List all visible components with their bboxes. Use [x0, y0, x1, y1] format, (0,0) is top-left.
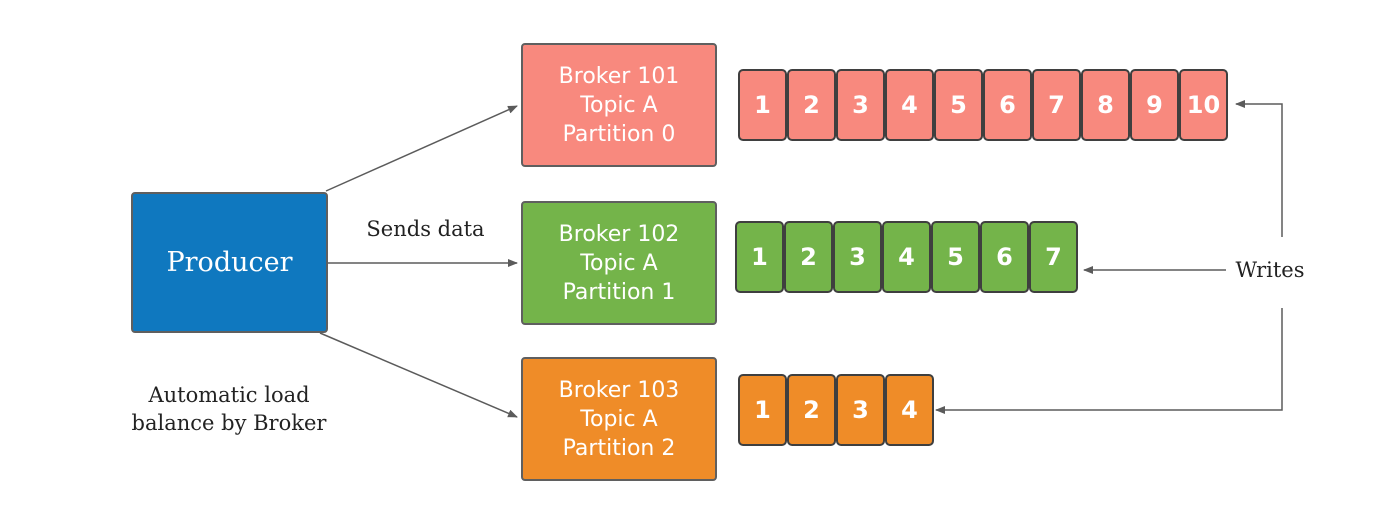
load-balance-label: Automatic load balance by Broker: [104, 381, 354, 437]
partition-1-offset-cell: 4: [882, 221, 931, 293]
arrow-producer-to-broker-103: [319, 332, 518, 418]
writes-label: Writes: [1235, 258, 1305, 282]
broker-101-box: Broker 101 Topic A Partition 0: [521, 43, 717, 167]
partition-1-offset-cell: 3: [833, 221, 882, 293]
arrow-writes-to-partition-0: [1235, 100, 1283, 237]
partition-2-offset-cell: 4: [885, 374, 934, 446]
partition-0-offset-cell: 6: [983, 69, 1032, 141]
partition-0-offset-cell: 8: [1081, 69, 1130, 141]
partition-1-offset-cell: 2: [784, 221, 833, 293]
broker-103-name: Broker 103: [558, 377, 680, 403]
broker-101-partition: Partition 0: [562, 121, 676, 147]
partition-0-offset-cell: 1: [738, 69, 787, 141]
partition-2-offset-cell: 3: [836, 374, 885, 446]
arrow-writes-to-partition-2: [935, 308, 1283, 414]
partition-1-offset-cell: 6: [980, 221, 1029, 293]
partition-0-offset-cell: 2: [787, 69, 836, 141]
partition-0-offset-cell: 3: [836, 69, 885, 141]
load-balance-line-1: Automatic load: [148, 383, 310, 407]
partition-2-offset-cell: 1: [738, 374, 787, 446]
producer-box: Producer: [131, 192, 328, 333]
broker-101-topic: Topic A: [580, 92, 658, 118]
broker-102-topic: Topic A: [580, 250, 658, 276]
producer-label: Producer: [166, 247, 293, 278]
partition-2-offset-cell: 2: [787, 374, 836, 446]
broker-102-box: Broker 102 Topic A Partition 1: [521, 201, 717, 325]
broker-102-name: Broker 102: [558, 221, 680, 247]
broker-103-box: Broker 103 Topic A Partition 2: [521, 357, 717, 481]
partition-0-offset-cell: 5: [934, 69, 983, 141]
partition-0-offset-cell: 10: [1179, 69, 1228, 141]
arrow-producer-to-broker-101: [325, 105, 518, 192]
partition-1-offset-cell: 7: [1029, 221, 1078, 293]
partition-1-offset-cell: 5: [931, 221, 980, 293]
broker-103-partition: Partition 2: [562, 435, 676, 461]
broker-103-topic: Topic A: [580, 406, 658, 432]
partition-0-offset-cell: 4: [885, 69, 934, 141]
partition-0-offset-cell: 9: [1130, 69, 1179, 141]
broker-102-partition: Partition 1: [562, 279, 676, 305]
broker-101-name: Broker 101: [558, 63, 680, 89]
sends-data-label: Sends data: [366, 217, 485, 241]
partition-0-offset-cell: 7: [1032, 69, 1081, 141]
partition-1-offset-cell: 1: [735, 221, 784, 293]
load-balance-line-2: balance by Broker: [131, 411, 327, 435]
